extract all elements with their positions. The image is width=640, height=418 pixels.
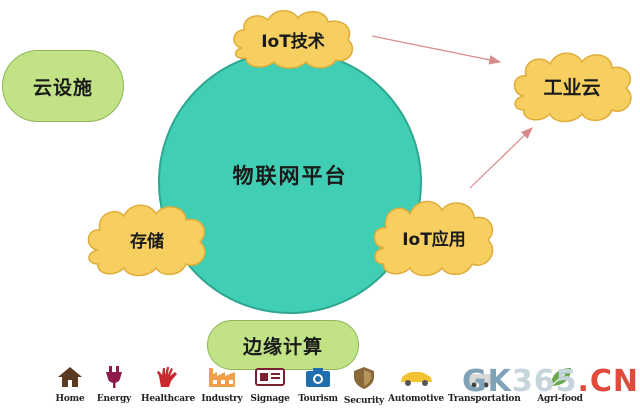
icon-label: Industry xyxy=(201,394,243,404)
icon-label: Agri-food xyxy=(537,394,583,404)
icon-label: Transportation xyxy=(448,394,521,404)
icon-item-signage: Signage xyxy=(238,366,302,404)
iot-technology-label: IoT技术 xyxy=(261,31,325,52)
cloud-infrastructure-node: 云设施 xyxy=(2,50,124,122)
watermark: GK365.CN xyxy=(462,364,639,399)
icon-item-transportation: Transportation xyxy=(448,366,521,404)
storage-label: 存储 xyxy=(130,231,164,252)
icon-item-automotive: Automotive xyxy=(384,366,448,404)
iot-application-label: IoT应用 xyxy=(402,229,466,250)
watermark-part2: 365 xyxy=(511,364,578,399)
house-icon xyxy=(58,367,82,387)
factory-icon xyxy=(209,368,235,387)
edge-computing-node: 边缘计算 xyxy=(207,320,359,370)
icon-label: Signage xyxy=(250,394,290,404)
storage-cloud: 存储 xyxy=(84,200,210,278)
shield-icon xyxy=(354,367,374,389)
arrow-iot-app-to-industrial xyxy=(469,127,533,189)
icon-label: Automotive xyxy=(388,394,444,404)
industrial-cloud: 工业云 xyxy=(510,48,634,124)
icon-label: Tourism xyxy=(298,394,338,404)
icon-item-energy: Energy xyxy=(82,366,146,404)
car-icon xyxy=(401,372,432,386)
watermark-part3: .CN xyxy=(577,364,640,399)
leaf-icon xyxy=(550,368,571,387)
icon-item-tourism: Tourism xyxy=(286,366,350,404)
cloud-shape xyxy=(513,52,632,123)
icon-label: Home xyxy=(55,394,85,404)
icon-item-agri-food: Agri-food xyxy=(528,366,592,404)
cloud-shape xyxy=(87,204,206,277)
industrial-cloud-label: 工业云 xyxy=(543,76,601,99)
cloud-shape xyxy=(233,10,354,69)
icon-label: Energy xyxy=(96,394,132,404)
sign-icon xyxy=(255,368,285,386)
iot-technology-cloud: IoT技术 xyxy=(228,8,358,70)
camera-icon xyxy=(306,368,330,387)
icon-item-home: Home xyxy=(38,366,102,404)
watermark-part1: GK xyxy=(462,364,512,399)
icon-item-healthcare: Healthcare xyxy=(136,366,200,404)
icon-label: Security xyxy=(343,396,385,406)
edge-computing-label: 边缘计算 xyxy=(242,335,323,358)
iot-platform-label: 物联网平台 xyxy=(232,164,348,188)
cloud-infrastructure-label: 云设施 xyxy=(32,76,93,99)
icon-item-industry: Industry xyxy=(190,366,254,404)
cloud-shape xyxy=(373,200,494,277)
icon-item-security: Security xyxy=(332,366,396,406)
arrow-iot-tech-to-industrial xyxy=(371,35,502,65)
icon-label: Healthcare xyxy=(141,394,195,404)
transport-icon xyxy=(468,374,492,388)
industry-icon-bar: Home Energy Healthcare Industry xyxy=(48,360,640,418)
hand-icon xyxy=(157,367,177,387)
iot-application-cloud: IoT应用 xyxy=(370,196,498,278)
plug-icon xyxy=(106,366,122,388)
